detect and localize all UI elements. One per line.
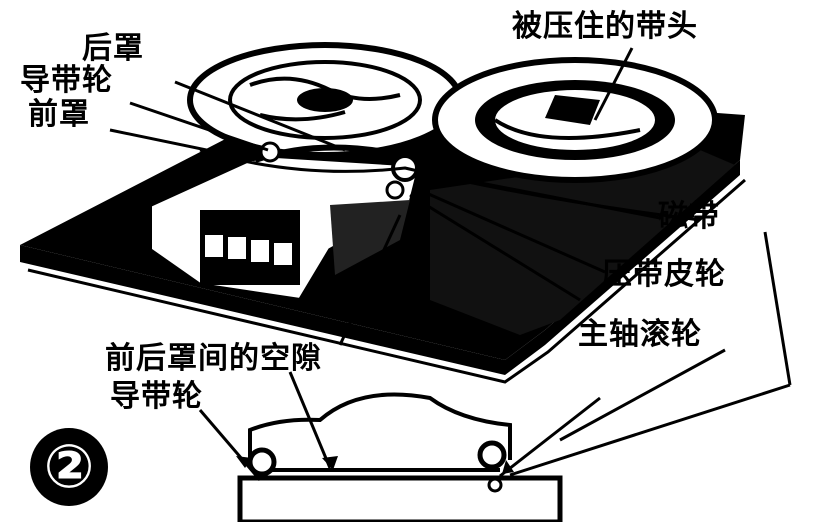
inset-detail <box>198 371 601 522</box>
label-tape-guide-top: 导带轮 <box>20 63 113 98</box>
head-cover <box>148 144 423 303</box>
left-reel <box>187 42 463 158</box>
label-front-cover: 前罩 <box>28 97 90 132</box>
label-cover-gap: 前后罩间的空隙 <box>105 341 322 376</box>
label-rear-cover: 后罩 <box>82 31 144 66</box>
label-pressed-tape-end: 被压住的带头 <box>512 9 698 44</box>
right-reel <box>432 57 718 183</box>
leader-lines <box>109 47 792 477</box>
label-pressure-roller: 压带皮轮 <box>602 257 726 292</box>
label-capstan: 主轴滚轮 <box>578 317 702 352</box>
right-panel <box>430 150 735 335</box>
label-tape-guide-bottom: 导带轮 <box>110 379 203 414</box>
label-magnetic-tape: 磁带 <box>658 199 720 234</box>
figure-number-badge: ② <box>30 428 108 506</box>
